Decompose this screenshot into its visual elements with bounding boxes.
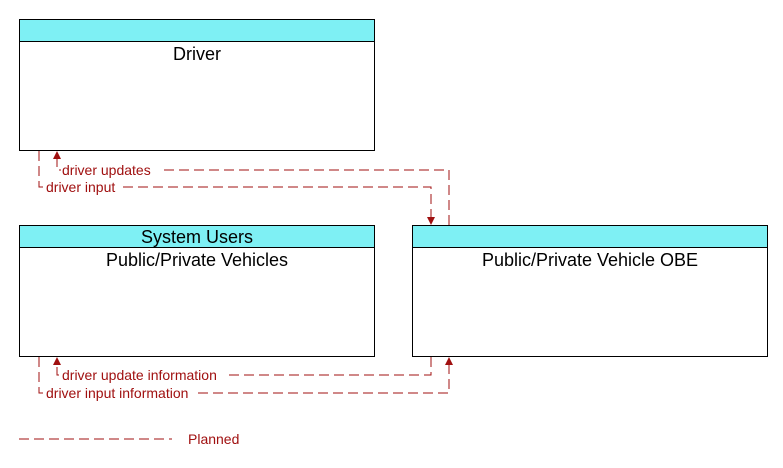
driver-box[interactable]: Driver: [19, 19, 375, 151]
arrowhead-up-icon: [53, 357, 61, 365]
public-private-vehicles-title: Public/Private Vehicles: [105, 250, 289, 270]
flow-label-driver-update-information: driver update information: [62, 367, 217, 383]
flow-label-driver-updates: driver updates: [62, 162, 151, 178]
arrowhead-up-icon: [445, 357, 453, 365]
vehicle-obe-box-header: [413, 226, 767, 248]
flow-line-driver-update-information[interactable]: [56, 357, 432, 376]
flow-label-driver-input: driver input: [46, 179, 115, 195]
flow-line-driver-input[interactable]: [38, 151, 432, 218]
arrowhead-down-icon: [427, 217, 435, 225]
flow-label-driver-input-information: driver input information: [46, 385, 188, 401]
driver-box-title: Driver: [173, 44, 221, 64]
arrowhead-up-icon: [53, 151, 61, 159]
vehicle-obe-title: Public/Private Vehicle OBE: [481, 250, 699, 270]
public-private-vehicles-box[interactable]: System Users Public/Private Vehicles: [19, 225, 375, 357]
flow-line-driver-input-information[interactable]: [38, 357, 450, 394]
vehicle-obe-box[interactable]: Public/Private Vehicle OBE: [412, 225, 768, 357]
public-private-vehicles-box-header: System Users: [20, 226, 374, 248]
driver-box-header: [20, 20, 374, 42]
legend-planned-label: Planned: [188, 431, 239, 447]
system-users-label: System Users: [140, 227, 254, 247]
flow-line-driver-updates[interactable]: [56, 159, 450, 225]
